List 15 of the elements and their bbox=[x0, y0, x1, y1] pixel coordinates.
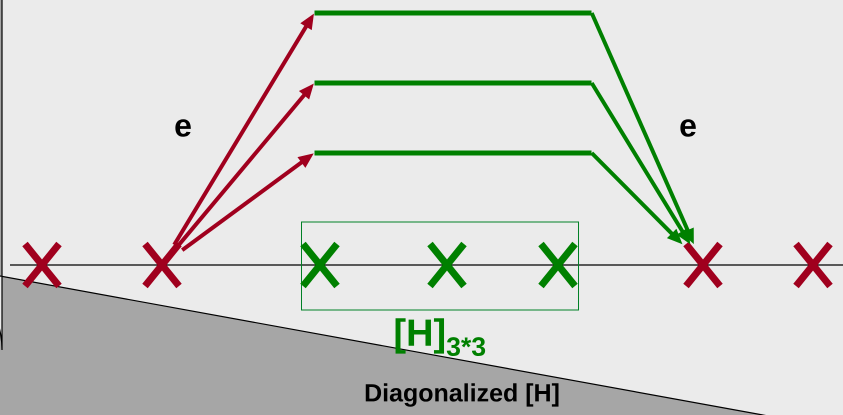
cross-mark bbox=[792, 240, 834, 290]
matrix-box: [H]$_{3*3}$ bbox=[301, 222, 579, 356]
node-label: [H]$_{3*3}$ bbox=[396, 318, 486, 356]
energy-level bbox=[314, 150, 592, 156]
cross-mark bbox=[538, 240, 578, 290]
energy-level bbox=[314, 80, 592, 86]
cross-mark bbox=[682, 240, 724, 290]
cross-mark bbox=[142, 240, 182, 290]
text-label: e bbox=[175, 119, 191, 137]
cross-mark bbox=[426, 240, 468, 290]
energy-level bbox=[314, 10, 592, 16]
text-label: Diagonalized [H] bbox=[366, 383, 558, 407]
cross-mark bbox=[300, 240, 340, 290]
text-label: e bbox=[680, 119, 696, 137]
cross-mark bbox=[22, 240, 62, 290]
